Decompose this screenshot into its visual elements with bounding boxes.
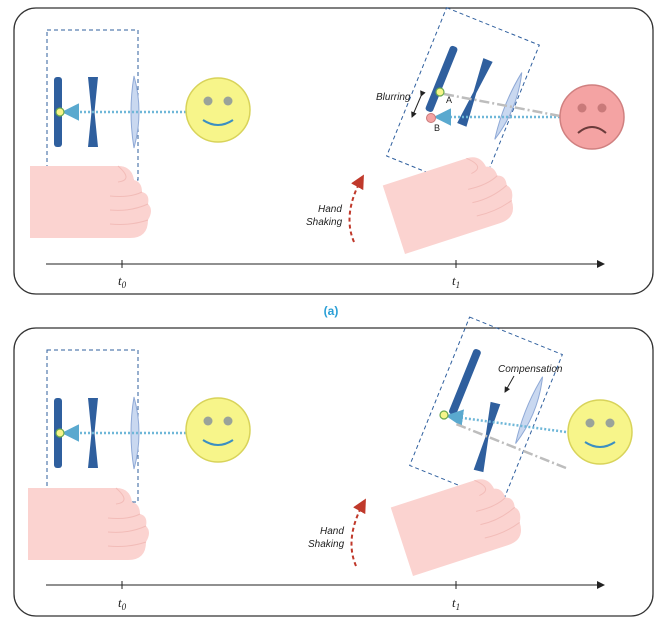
shake-arrow bbox=[350, 498, 366, 567]
smiley-face-icon bbox=[185, 397, 251, 463]
blur-arrow bbox=[411, 90, 426, 118]
smiley-face-icon bbox=[567, 399, 633, 465]
image-point bbox=[55, 428, 65, 438]
smiley-face-icon bbox=[185, 77, 251, 143]
time-label-t0: t0 bbox=[118, 273, 127, 290]
panel-top-frame bbox=[13, 7, 654, 295]
time-label-t1: t1 bbox=[452, 273, 460, 290]
light-ray-ideal bbox=[455, 422, 567, 470]
camera-body-outline bbox=[46, 29, 139, 181]
time-label-t0: t0 bbox=[118, 595, 127, 612]
point-label-b: B bbox=[434, 123, 440, 133]
panel-bottom: t0 t1 bbox=[13, 316, 654, 617]
panel-top: t0 t1 bbox=[13, 7, 654, 295]
compensation-arrow bbox=[504, 375, 515, 393]
annotation-blurring: Blurring bbox=[376, 92, 411, 103]
camera-t0 bbox=[27, 349, 186, 561]
image-point-a bbox=[435, 87, 445, 97]
image-point bbox=[439, 410, 449, 420]
image-point bbox=[55, 107, 65, 117]
annotation-compensation: Compensation bbox=[498, 364, 563, 375]
camera-body-outline-tilted bbox=[409, 316, 563, 504]
shake-arrow bbox=[348, 174, 364, 243]
hand-icon bbox=[29, 165, 152, 239]
image-point-b bbox=[426, 113, 436, 123]
light-ray-ideal bbox=[443, 92, 561, 118]
point-label-a: A bbox=[446, 95, 452, 105]
hand-icon bbox=[27, 487, 150, 561]
time-label-t1: t1 bbox=[452, 595, 460, 612]
camera-t0 bbox=[29, 29, 186, 239]
sad-face-icon bbox=[559, 84, 625, 150]
caption-a: (a) bbox=[324, 304, 339, 318]
